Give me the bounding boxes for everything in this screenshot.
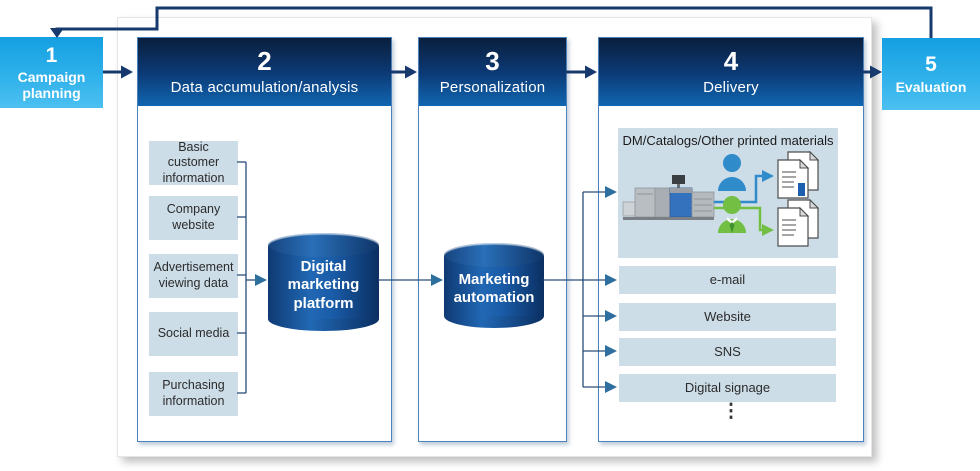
cylinder-label: Digital marketing platform (287, 258, 360, 312)
digital-marketing-platform-cylinder: Digital marketing platform (268, 233, 379, 331)
stage-4-header: 4 Delivery (599, 38, 863, 106)
documents-icon (777, 151, 820, 199)
documents-icon (777, 199, 820, 247)
printed-materials-channel-box: DM/Catalogs/Other printed materials (618, 128, 838, 258)
data-source-basic-customer-information: Basic customer information (149, 140, 238, 185)
marketing-automation-cylinder: Marketing automation (444, 243, 544, 328)
person-green-icon (718, 196, 746, 234)
person-blue-icon (718, 154, 746, 192)
printed-materials-illustration (622, 151, 820, 247)
channel-email: e-mail (619, 266, 836, 294)
stage-4-delivery-panel: 4 Delivery DM/Catalogs/Other printed mat… (598, 37, 864, 442)
step-number: 2 (257, 45, 272, 76)
step-label: Data accumulation/analysis (170, 78, 359, 96)
stage-2-data-accumulation-panel: 2 Data accumulation/analysis Basic custo… (137, 37, 392, 442)
step-label: Delivery (703, 78, 759, 96)
digital-press-icon (622, 175, 715, 221)
step-label: Evaluation (895, 78, 967, 95)
more-channels-ellipsis: ⋮ (721, 401, 741, 422)
step-number: 1 (45, 43, 58, 67)
cylinder-top (268, 233, 379, 257)
step-5-evaluation-box: 5 Evaluation (882, 38, 980, 110)
step-label: Campaign planning (17, 68, 86, 102)
channel-sns: SNS (619, 338, 836, 366)
cylinder-label: Marketing automation (453, 270, 535, 306)
stage-2-header: 2 Data accumulation/analysis (138, 38, 391, 106)
channel-website: Website (619, 303, 836, 331)
data-source-company-website: Company website (149, 196, 238, 240)
data-source-purchasing-information: Purchasing information (149, 372, 238, 416)
stage-3-header: 3 Personalization (419, 38, 566, 106)
data-source-social-media: Social media (149, 312, 238, 356)
step-number: 4 (723, 45, 739, 76)
printed-materials-title: DM/Catalogs/Other printed materials (622, 133, 834, 148)
data-source-advertisement-viewing-data: Advertisement viewing data (149, 254, 238, 298)
step-label: Personalization (439, 78, 546, 96)
cylinder-body (268, 245, 379, 319)
cylinder-top (444, 243, 544, 267)
step-number: 3 (485, 45, 500, 76)
stage-3-personalization-panel: 3 Personalization Marketing automation (418, 37, 567, 442)
step-number: 5 (925, 53, 937, 77)
step-1-campaign-planning-box: 1 Campaign planning (0, 37, 103, 108)
channel-digital-signage: Digital signage (619, 374, 836, 402)
